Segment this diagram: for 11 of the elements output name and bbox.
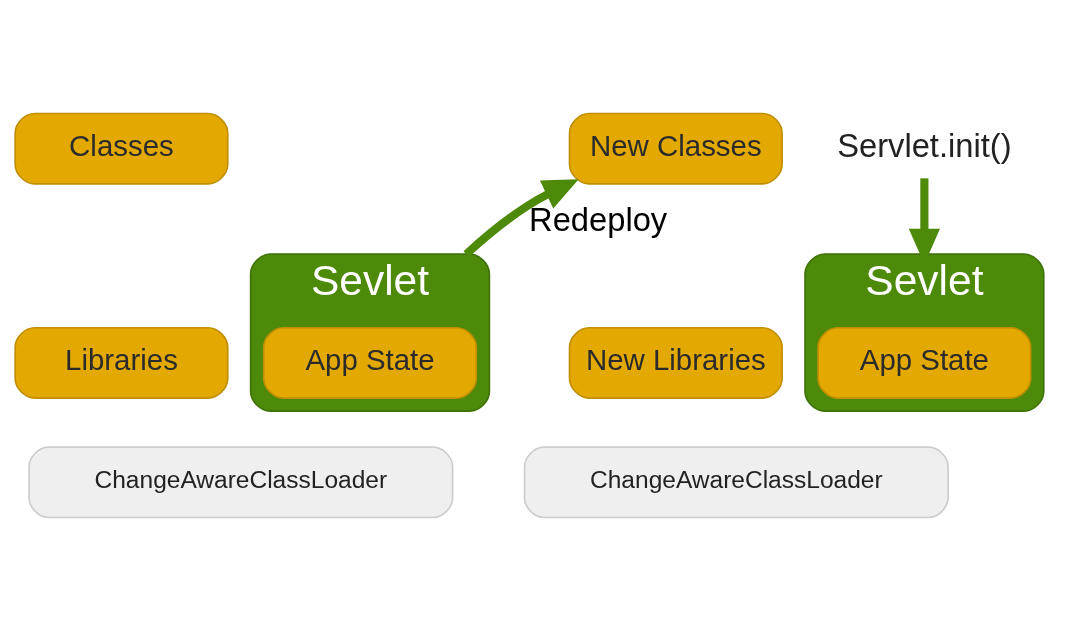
node-box: ChangeAwareClassLoader <box>523 446 949 519</box>
node-box: App State <box>817 326 1032 399</box>
node-box: Libraries <box>14 326 229 399</box>
node-text: Servlet.init() <box>837 126 1012 164</box>
node-box: New Classes <box>568 112 783 185</box>
edge-label: Redeploy <box>529 201 668 239</box>
arrow <box>463 179 579 258</box>
node-box: ChangeAwareClassLoader <box>28 446 454 519</box>
node-box: New Libraries <box>568 326 783 399</box>
node-box: Classes <box>14 112 229 185</box>
node-box: App State <box>262 326 478 399</box>
